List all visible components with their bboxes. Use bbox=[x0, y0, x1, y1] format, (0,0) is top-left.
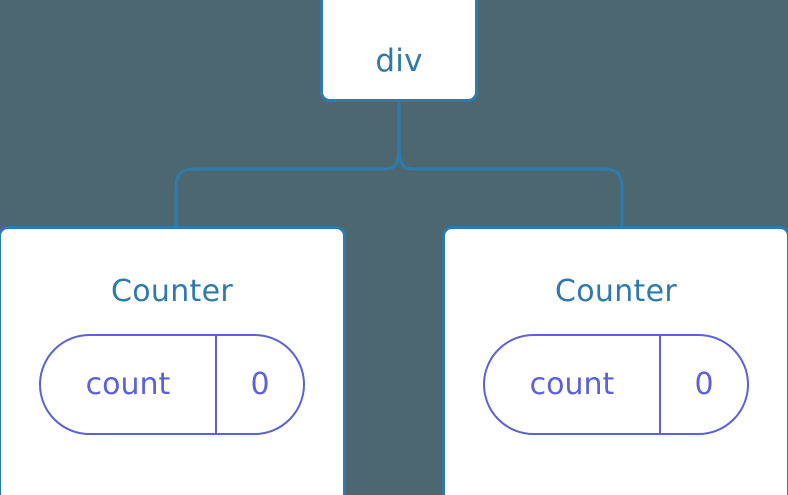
node-counter-right-title: Counter bbox=[555, 274, 677, 309]
node-counter-left[interactable]: Counter count 0 bbox=[0, 226, 346, 495]
node-div-label: div bbox=[375, 43, 423, 79]
state-value-left: 0 bbox=[215, 336, 303, 433]
state-pill-left[interactable]: count 0 bbox=[39, 334, 305, 435]
state-value-right: 0 bbox=[659, 336, 747, 433]
connector-branch-left bbox=[174, 146, 401, 230]
node-counter-left-title: Counter bbox=[111, 274, 233, 309]
state-key-right: count bbox=[529, 366, 615, 402]
node-div[interactable]: div bbox=[320, 0, 478, 102]
node-counter-right[interactable]: Counter count 0 bbox=[442, 226, 788, 495]
state-key-left: count bbox=[85, 366, 171, 402]
state-pill-right[interactable]: count 0 bbox=[483, 334, 749, 435]
connector-branch-right bbox=[397, 146, 624, 230]
